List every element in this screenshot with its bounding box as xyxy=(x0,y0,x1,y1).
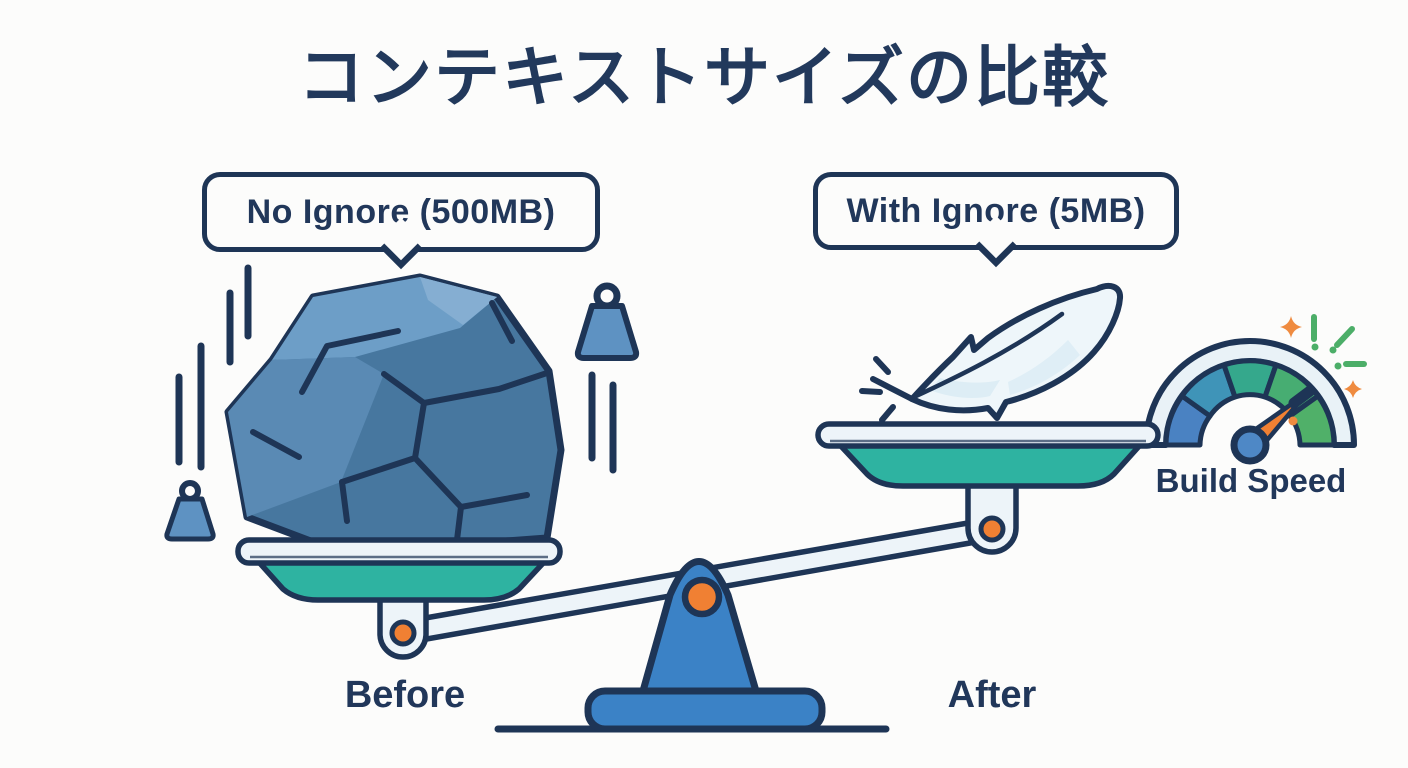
sparkles xyxy=(1280,314,1367,426)
gauge-needle xyxy=(1230,385,1316,465)
left-callout-bubble: No Ignore (500MB) xyxy=(202,172,600,252)
weight-icon-bottom xyxy=(164,480,216,542)
right-callout-bubble: With Ignore (5MB) xyxy=(813,172,1179,250)
right-pan xyxy=(815,421,1161,555)
fulcrum xyxy=(584,558,826,733)
speedometer-icon xyxy=(1143,338,1357,465)
left-pan xyxy=(235,537,563,660)
left-callout-text: No Ignore (500MB) xyxy=(246,192,556,231)
before-label: Before xyxy=(344,674,466,716)
right-callout-text: With Ignore (5MB) xyxy=(846,191,1146,230)
motion-lines-left xyxy=(175,264,252,471)
after-label: After xyxy=(947,674,1037,716)
page-title: コンテキストサイズの比較 xyxy=(297,39,1111,116)
motion-lines-right xyxy=(588,371,617,474)
build-speed-label: Build Speed xyxy=(1155,462,1347,499)
pivot-dot xyxy=(681,576,723,618)
left-hinge-dot xyxy=(389,619,417,647)
weight-icon-top xyxy=(574,282,640,361)
feather-icon xyxy=(859,283,1123,423)
right-hinge-dot xyxy=(978,515,1006,543)
rock-icon xyxy=(224,273,565,550)
